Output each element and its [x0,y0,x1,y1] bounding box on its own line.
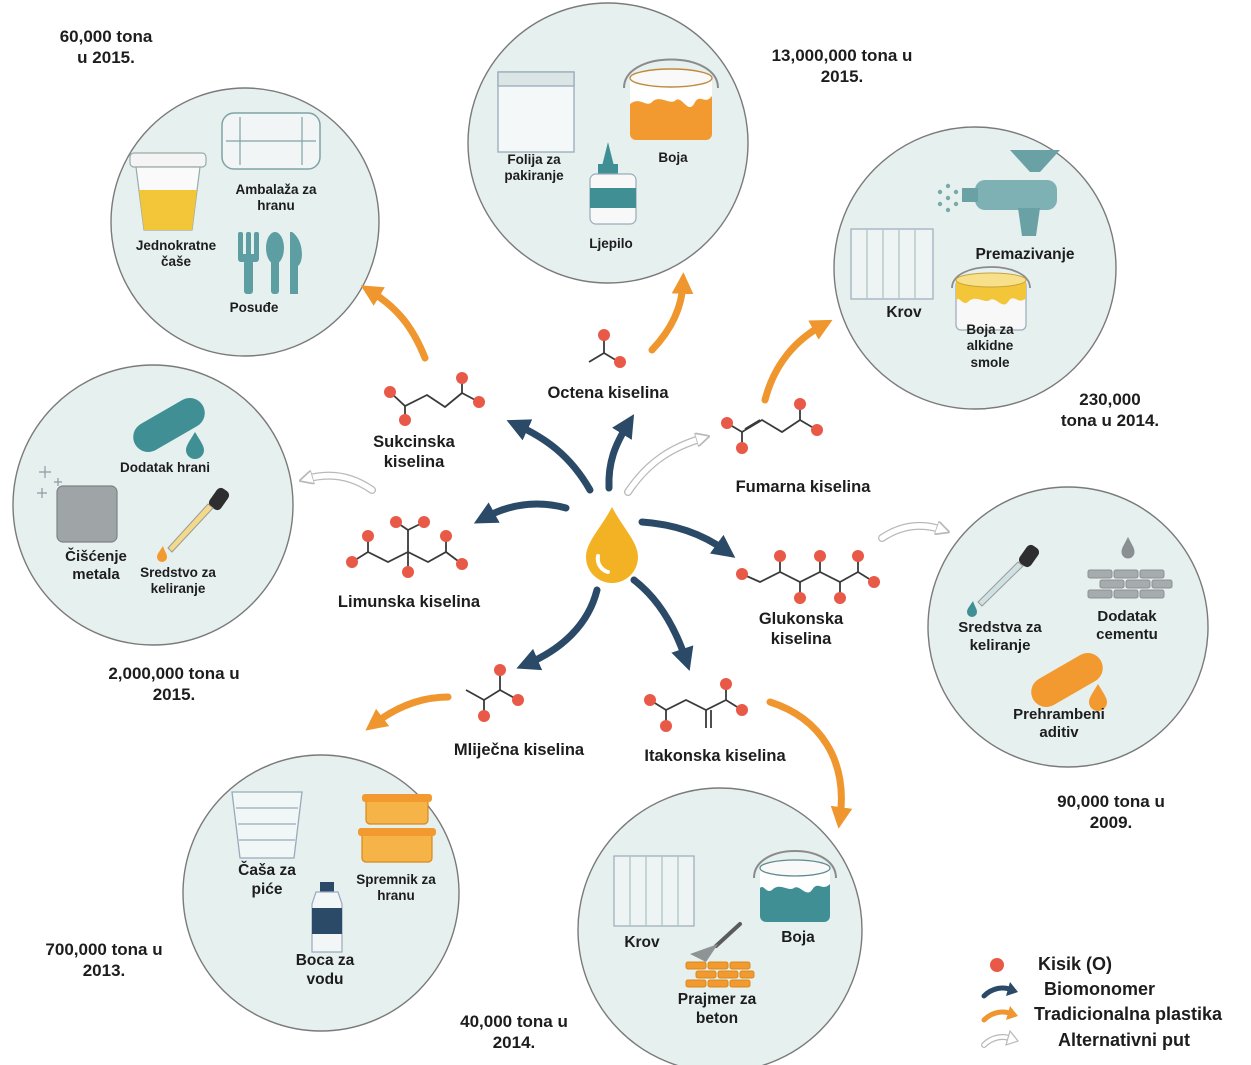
arrow-to-lactic [516,586,601,671]
drinking-cup-icon [231,791,303,859]
alkyd-paint-bucket-icon [951,266,1031,331]
acetic-oxygen-atoms [598,329,626,368]
alkyd-paint-label: Boja za alkidne smole [966,322,1014,370]
food-packaging-icon [221,112,321,170]
paint-bucket-icon [623,58,719,140]
gluconic-tonnage: 90,000 tona u 2009. [1057,792,1165,832]
coating-label: Premazivanje [975,246,1075,263]
drinking-cup-label: Čaša za piće [238,862,296,898]
metal-cleaning-label: Čišćenje metala [65,548,127,584]
arrow-to-succinic [506,419,594,494]
fumaric-acid-label: Fumarna kiselina [735,478,871,496]
paint-label: Boja [658,150,688,165]
paint-bucket-icon-itaconic [753,850,837,922]
lactic-acid-label: Mliječna kiselina [453,741,585,759]
food-container-icon [358,794,436,863]
sparkle-icon [37,466,62,498]
chelating-label-citric: Sredstvo za keliranje [140,565,216,597]
legend-alternative-icon [981,1029,1020,1048]
packaging-label: Ambalaža za hranu [235,182,317,214]
arrow-lactic-products [365,693,452,731]
legend-alternative-label: Alternativni put [1058,1030,1191,1050]
primer-label: Prajmer za beton [677,991,757,1027]
cement-additive-label: Dodatak cementu [1096,608,1158,644]
succinic-oxygen-atoms [384,372,485,426]
arrow-citric-products [306,476,375,493]
food-additive-label: Dodatak hrani [119,460,211,475]
gluconic-oxygen-atoms [736,550,880,604]
water-bottle-icon [311,882,343,953]
film-label: Folija za pakiranje [504,152,564,184]
lactic-oxygen-atoms [478,664,524,722]
citric-acid-label: Limunska kiselina [337,593,481,611]
arrow-to-acetic [605,414,635,492]
arrow-itaconic-products [766,698,853,829]
acetic-acid-label: Octena kiselina [547,384,669,402]
water-bottle-label: Boca za vodu [295,952,355,988]
succinic-acid-label: Sukcinska kiselina [373,433,455,472]
legend-oxygen-label: Kisik (O) [1038,954,1113,974]
dropper-icon-gluconic [967,544,1040,617]
arrow-fumaric-products [761,319,833,404]
cutlery-label: Posuđe [229,300,279,315]
succinic-acid-molecule [389,378,480,420]
succinic-tonnage: 60,000 tona u 2015. [59,27,153,67]
gluconic-acid-label: Glukonska kiselina [758,610,844,649]
legend-traditional-icon [981,1006,1018,1023]
roof-icon-fumaric [850,228,934,300]
food-container-label: Spremnik za hranu [356,872,436,904]
metal-plate-icon [56,485,118,543]
arrow-succinic-products [360,285,429,362]
legend-oxygen-icon [990,958,1004,972]
roof-icon-itaconic [613,855,695,927]
lactic-acid-molecule [465,672,519,716]
spray-gun-icon [937,150,1060,236]
itaconic-tonnage: 40,000 tona u 2014. [460,1012,568,1052]
food-additive-tube-icon [1031,653,1107,711]
food-additive-label-gluconic: Prehrambeni aditiv [1013,706,1105,742]
sugar-drop-icon [586,507,638,583]
gluconic-acid-molecule [741,556,875,598]
cement-bricks-icon [1087,536,1173,599]
paint-label-itaconic: Boja [781,929,815,946]
citric-acid-molecule [351,521,463,570]
legend-traditional-label: Tradicionalna plastika [1034,1004,1223,1024]
lactic-tonnage: 700,000 tona u 2013. [45,940,163,980]
cups-label: Jednokratne čaše [135,238,217,270]
dropper-icon-citric [157,487,230,562]
glue-bottle-icon [589,142,637,225]
arrow-acetic-products [648,272,694,354]
itaconic-oxygen-atoms [644,678,748,732]
roof-label-itaconic: Krov [624,934,660,951]
fumaric-acid-molecule [726,404,818,448]
arrow-to-citric [473,500,570,524]
citric-tonnage: 2,000,000 tona u 2015. [108,664,240,704]
acetic-tonnage: 13,000,000 tona u 2015. [771,46,913,86]
fumaric-oxygen-atoms [721,398,823,454]
citric-oxygen-atoms [346,516,468,578]
test-tube-icon [133,398,205,459]
roof-label-fumaric: Krov [886,304,922,321]
chelating-label-gluconic: Sredstva za keliranje [958,619,1042,655]
arrow-to-gluconic [638,518,736,558]
legend-biomonomer-label: Biomonomer [1044,979,1156,999]
legend-biomonomer-icon [981,982,1018,999]
trowel-bricks-icon [685,922,755,988]
citric-products-circle [12,364,294,646]
glue-label: Ljepilo [589,236,633,251]
arrow-to-itaconic [630,576,694,671]
fumaric-tonnage: 230,000 tona u 2014. [1060,390,1160,430]
arrow-to-fumaric [625,438,703,495]
arrow-gluconic-products [879,526,943,541]
packaging-film-icon [497,71,575,153]
cutlery-icon [238,232,302,294]
itaconic-acid-label: Itakonska kiselina [644,747,786,765]
gluconic-products-circle [927,486,1209,768]
disposable-cup-icon [129,152,207,231]
